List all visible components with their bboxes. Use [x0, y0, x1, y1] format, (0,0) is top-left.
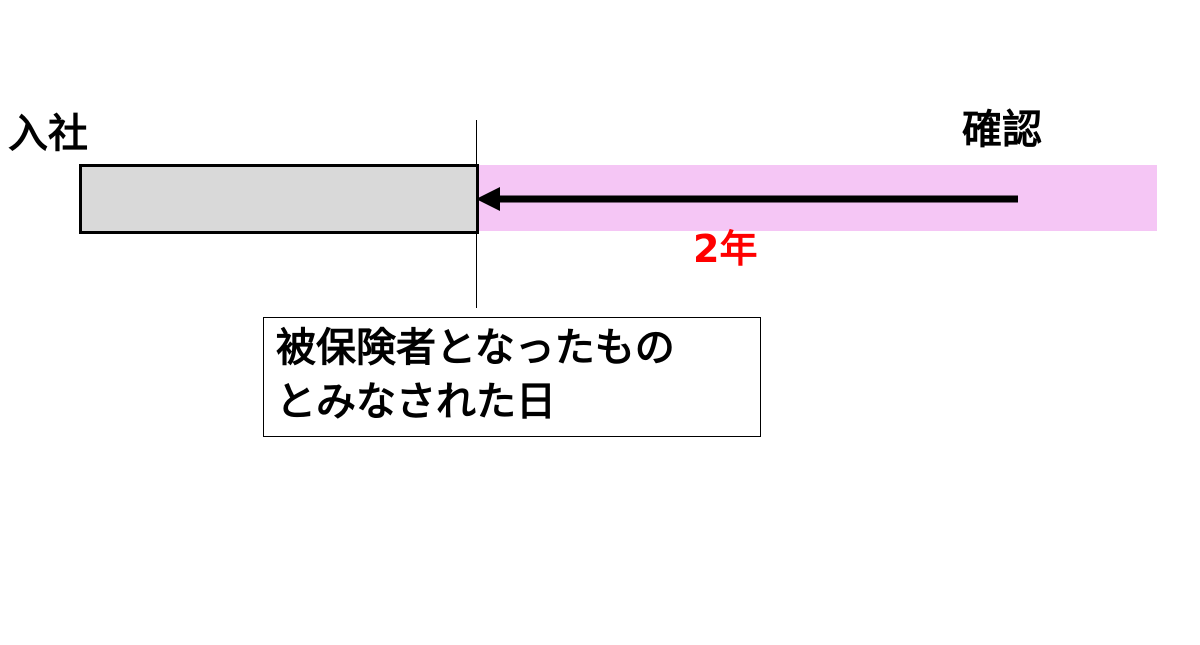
- employment-bar: [79, 164, 479, 234]
- join-label: 入社: [8, 111, 88, 157]
- left-arrow-icon: [476, 187, 1018, 211]
- callout-text-line-1: 被保険者となったもの: [276, 325, 675, 371]
- period-label: 2年: [693, 227, 758, 271]
- confirm-label: 確認: [962, 107, 1042, 153]
- arrow-head: [476, 187, 500, 211]
- deemed-date-marker-line: [476, 120, 477, 308]
- deemed-date-callout: 被保険者となったもの とみなされた日: [263, 317, 761, 437]
- callout-text-line-2: とみなされた日: [276, 379, 556, 425]
